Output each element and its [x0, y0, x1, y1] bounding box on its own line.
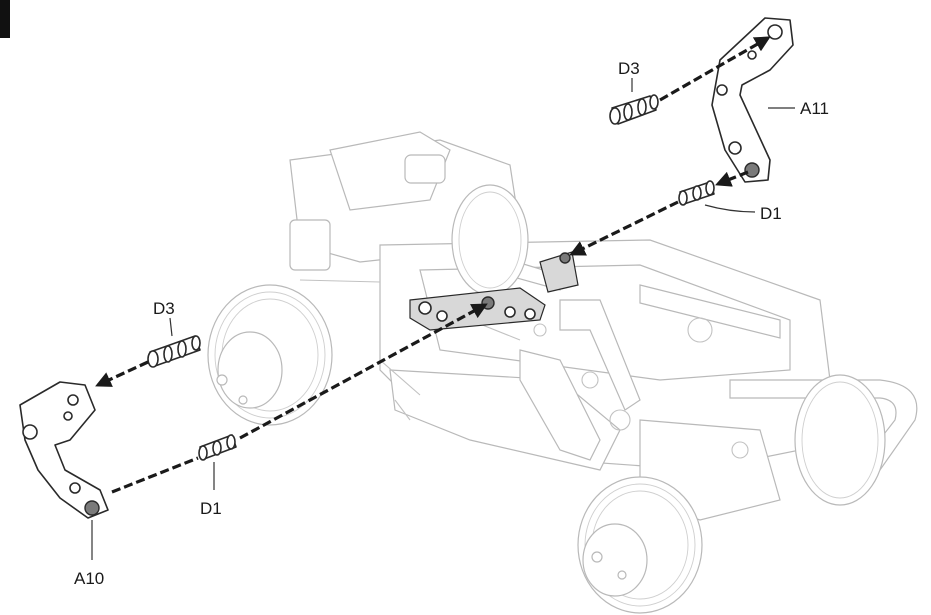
step-marker-block: [0, 0, 10, 38]
pin-d1-left: [198, 434, 237, 461]
arrow-d3-top: [659, 36, 771, 102]
label-a10: A10: [74, 569, 104, 588]
part-a10: [19, 381, 109, 519]
pin-d3-top: [609, 94, 659, 125]
leader-d1-right: [704, 204, 756, 213]
wheel-rear-left: [451, 184, 529, 296]
part-a11: [711, 17, 794, 183]
label-d3-left: D3: [153, 299, 175, 318]
label-a11: A11: [800, 99, 829, 118]
socket-right: [539, 251, 579, 293]
pin-d3-left: [147, 335, 201, 368]
label-d3-top: D3: [618, 59, 640, 78]
arrow-a10-to-d1: [111, 456, 199, 494]
label-d1-left: D1: [200, 499, 222, 518]
wheel-rear-right: [794, 374, 886, 506]
arrow-d3-left: [95, 360, 149, 387]
arrow-d1-right: [715, 170, 749, 187]
arrow-d1-right-to-socket: [569, 200, 679, 256]
wheel-front-right: [577, 476, 703, 614]
label-d1-right: D1: [760, 204, 782, 223]
wheel-front-left: [207, 284, 333, 426]
pin-d1-right: [678, 180, 715, 206]
leader-d3-left: [169, 317, 173, 337]
arrow-d1-left-to-bar: [239, 303, 488, 440]
